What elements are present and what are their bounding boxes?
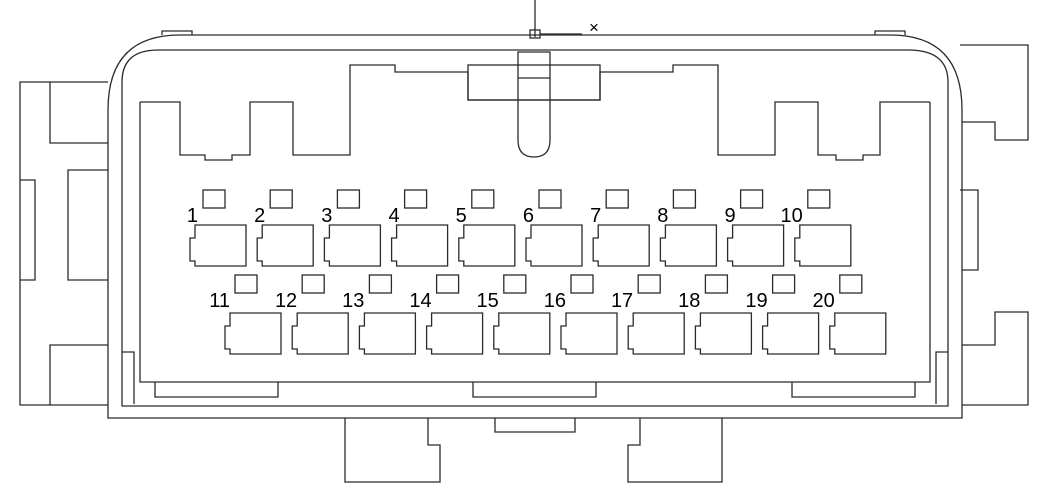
pin-label-13: 13 [342,290,364,312]
pin-window-11 [234,274,258,294]
pin-label-14: 14 [409,290,431,312]
pin-cavity-13 [358,312,417,355]
pin-label-10: 10 [781,205,803,227]
pin-window-1 [202,189,226,209]
pin-cavity-4 [390,224,449,267]
pin-window-19 [771,274,796,294]
pin-cavity-2 [256,224,314,267]
pin-label-5: 5 [456,205,467,227]
pin-label-7: 7 [590,205,601,227]
pin-label-19: 19 [745,290,767,312]
pin-cavity-11 [224,312,282,355]
bottom-tabs [344,418,723,483]
pin-window-10 [807,189,831,209]
pin-window-17 [637,274,661,294]
pin-label-1: 1 [187,205,198,227]
pin-window-9 [739,189,764,209]
pin-cavity-14 [425,312,484,355]
pin-cavity-7 [592,224,650,267]
pin-window-3 [336,189,361,209]
pin-label-16: 16 [544,290,566,312]
pin-cavity-6 [525,224,583,267]
pin-window-12 [301,274,325,294]
housing-shell [107,30,963,419]
pin-cavity-19 [761,312,820,355]
pin-window-20 [839,274,863,294]
pin-label-9: 9 [724,205,735,227]
pin-label-8: 8 [657,205,668,227]
pin-label-4: 4 [388,205,399,227]
pin-cavity-5 [458,224,516,267]
pin-cavity-8 [659,224,718,267]
keying-profile [140,51,930,161]
pin-cavity-16 [560,312,618,355]
pin-label-20: 20 [813,290,835,312]
pin-cavity-18 [694,312,753,355]
cross-mark: × [589,18,599,37]
pin-cavity-17 [627,312,685,355]
pin-label-18: 18 [678,290,700,312]
pin-cavity-12 [291,312,349,355]
pin-window-7 [605,189,629,209]
pin-window-8 [672,189,697,209]
pin-window-5 [471,189,495,209]
top-stem: × [529,0,599,39]
pin-label-17: 17 [611,290,633,312]
pin-window-15 [503,274,527,294]
pin-label-11: 11 [209,290,230,312]
pin-cavity-3 [323,224,382,267]
pin-cavity-1 [189,224,247,267]
pin-window-18 [704,274,729,294]
pin-window-4 [403,189,428,209]
pin-label-2: 2 [254,205,265,227]
pin-label-6: 6 [523,205,534,227]
left-latch [19,81,108,406]
pin-label-12: 12 [275,290,297,312]
pin-cavity-9 [726,224,785,267]
pin-cavity-10 [794,224,852,267]
pin-label-3: 3 [321,205,332,227]
pin-window-13 [368,274,393,294]
pin-label-15: 15 [477,290,499,312]
inner-cavity [121,49,949,407]
pin-window-2 [269,189,293,209]
right-latch [960,44,1029,406]
pin-cavity-15 [493,312,551,355]
pin-window-14 [435,274,460,294]
pin-window-6 [538,189,562,209]
pin-window-16 [570,274,594,294]
pin-cavity-20 [829,312,887,355]
